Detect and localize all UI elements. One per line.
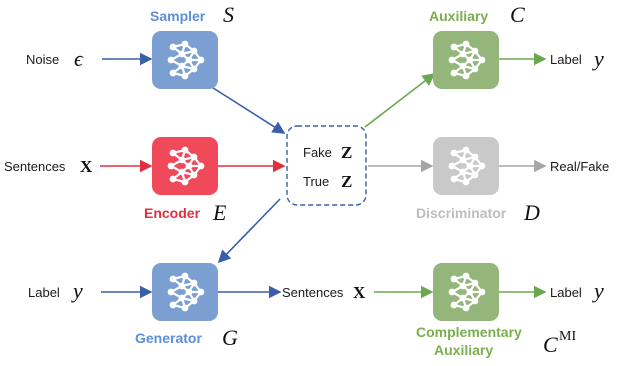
label-input-label: Label — [28, 285, 60, 300]
aux-output-symbol: y — [592, 46, 604, 71]
label-input-symbol: y — [71, 278, 83, 303]
realfake-output-label: Real/Fake — [550, 159, 609, 174]
generator-box — [152, 263, 218, 321]
discriminator-name: Discriminator — [416, 205, 507, 221]
encoder-name: Encoder — [144, 205, 201, 221]
auxiliary-module — [433, 31, 499, 89]
discriminator-symbol: D — [523, 200, 540, 225]
noise-symbol: ϵ — [74, 46, 84, 71]
complementary-superscript: MI — [559, 329, 576, 344]
latent-to-auxiliary-arrow — [364, 73, 436, 128]
complementary-name-line2: Auxiliary — [434, 342, 493, 358]
auxiliary-symbol: C — [510, 2, 525, 27]
auxiliary-box — [433, 31, 499, 89]
sampler-name: Sampler — [150, 8, 206, 24]
latent-fake-label: Fake — [303, 145, 332, 160]
complementary-box — [433, 263, 499, 321]
generated-sentences-label: Sentences — [282, 285, 344, 300]
latent-box: Fake Z True Z — [286, 125, 367, 206]
sampler-module — [152, 31, 218, 89]
noise-label: Noise — [26, 52, 59, 67]
generator-module — [152, 263, 218, 321]
sampler-symbol: S — [223, 2, 234, 27]
encoder-symbol: E — [212, 200, 227, 225]
complementary-symbol: C — [543, 332, 558, 357]
discriminator-box — [433, 137, 499, 195]
sentences-input-label: Sentences — [4, 159, 66, 174]
latent-fake-symbol: Z — [341, 143, 352, 162]
latent-true-symbol: Z — [341, 172, 352, 191]
encoder-box — [152, 137, 218, 195]
sampler-to-latent-arrow — [209, 85, 286, 134]
complementary-name-line1: Complementary — [416, 324, 522, 340]
generator-name: Generator — [135, 330, 202, 346]
comp-output-label: Label — [550, 285, 582, 300]
discriminator-module — [433, 137, 499, 195]
auxiliary-name: Auxiliary — [429, 8, 488, 24]
latent-to-generator-arrow — [217, 198, 281, 264]
sentences-input-symbol: X — [80, 157, 93, 176]
latent-true-label: True — [303, 174, 329, 189]
generated-sentences-symbol: X — [353, 283, 366, 302]
sampler-box — [152, 31, 218, 89]
aux-output-label: Label — [550, 52, 582, 67]
complementary-module — [433, 263, 499, 321]
generator-symbol: G — [222, 325, 238, 350]
encoder-module — [152, 137, 218, 195]
comp-output-symbol: y — [592, 278, 604, 303]
